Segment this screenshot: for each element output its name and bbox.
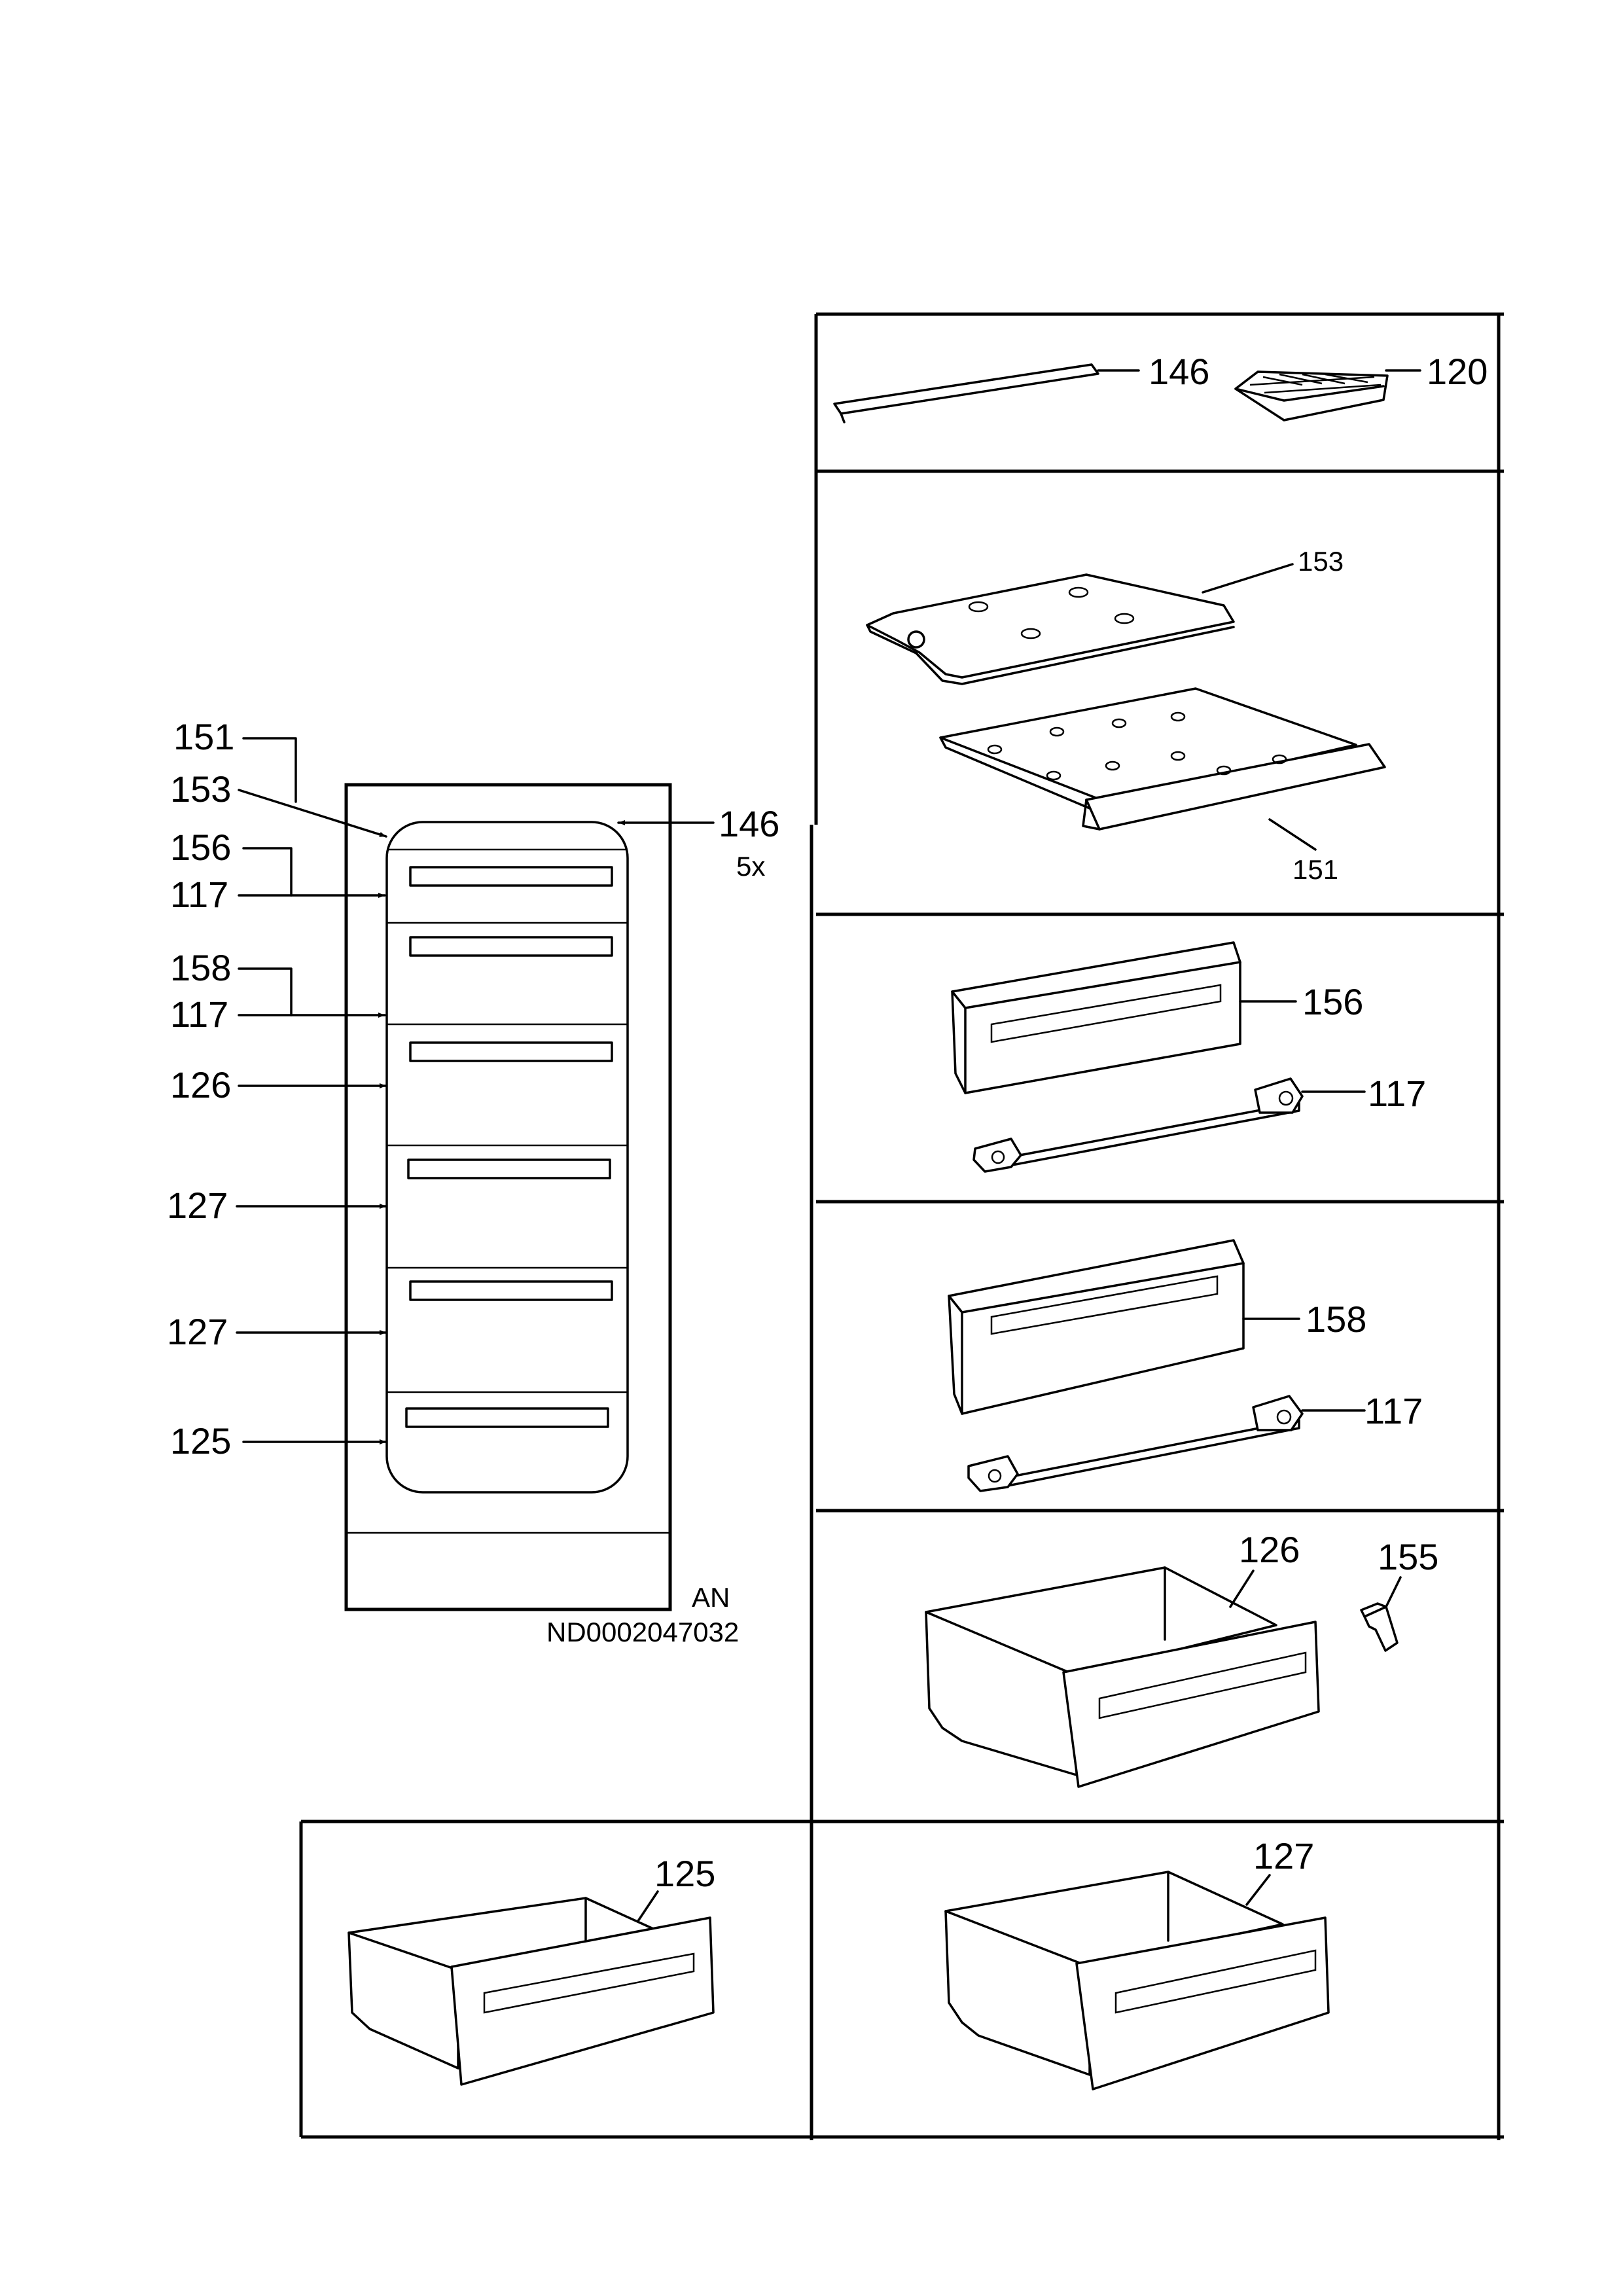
label-117: 117 bbox=[170, 874, 228, 915]
label-127: 127 bbox=[167, 1311, 228, 1352]
drawer-handle-2 bbox=[409, 936, 613, 957]
panel-shelf-tray: 153 151 bbox=[866, 546, 1386, 885]
label-151: 151 bbox=[1293, 854, 1338, 885]
panel-drawer-126: 126 155 bbox=[925, 1529, 1438, 1788]
label-quantity: 5x bbox=[736, 851, 765, 882]
drawer-handle-1 bbox=[409, 866, 613, 887]
drawer-handle-5 bbox=[409, 1280, 613, 1301]
label-146: 146 bbox=[719, 803, 779, 844]
leader-153 bbox=[238, 789, 387, 838]
label-125: 125 bbox=[654, 1853, 715, 1894]
door-panel bbox=[385, 821, 629, 1494]
slide-rail-part bbox=[967, 1395, 1304, 1492]
panel-front-156: 156 117 bbox=[951, 941, 1426, 1173]
leader-158 bbox=[238, 967, 293, 1016]
drawer-front-part bbox=[948, 1239, 1245, 1415]
drawer-125-part bbox=[348, 1897, 715, 2086]
panel-grid bbox=[299, 312, 1504, 2140]
leader-151 bbox=[242, 737, 297, 803]
drawing-code: ND0002047032 bbox=[546, 1617, 739, 1647]
drawer-front-part bbox=[951, 941, 1241, 1094]
drawer-handle-4 bbox=[407, 1158, 611, 1179]
tray-part bbox=[939, 687, 1386, 831]
shelf-part bbox=[866, 573, 1235, 685]
label-155: 155 bbox=[1378, 1536, 1438, 1577]
panel-rail-icetray: 146 120 bbox=[833, 351, 1488, 423]
drawer-127-part bbox=[944, 1871, 1330, 2090]
label-158: 158 bbox=[170, 947, 231, 988]
drawer-handle-6 bbox=[405, 1407, 609, 1428]
label-153: 153 bbox=[1298, 546, 1344, 577]
ice-tray-part bbox=[1234, 370, 1389, 422]
label-156: 156 bbox=[170, 827, 231, 868]
label-156: 156 bbox=[1302, 981, 1363, 1022]
label-120: 120 bbox=[1427, 351, 1488, 392]
freezer-overview: 151 153 146 5x 156 117 158 117 126 127 1… bbox=[167, 716, 779, 1647]
label-117: 117 bbox=[1364, 1390, 1423, 1431]
leader-156 bbox=[242, 847, 293, 897]
label-117: 117 bbox=[1368, 1073, 1426, 1114]
clip-155-part bbox=[1360, 1602, 1399, 1652]
drawer-126-part bbox=[925, 1566, 1320, 1788]
panel-drawer-125: 125 bbox=[348, 1853, 715, 2086]
label-153: 153 bbox=[170, 768, 231, 810]
label-127: 127 bbox=[1253, 1835, 1314, 1876]
label-125: 125 bbox=[170, 1420, 231, 1462]
label-151: 151 bbox=[173, 716, 234, 757]
panel-drawer-127: 127 bbox=[944, 1835, 1330, 2090]
slide-rail-part bbox=[972, 1077, 1304, 1173]
label-126: 126 bbox=[170, 1064, 231, 1105]
label-an: AN bbox=[692, 1582, 730, 1613]
drawer-handle-3 bbox=[409, 1041, 613, 1062]
label-126: 126 bbox=[1239, 1529, 1300, 1570]
label-146: 146 bbox=[1149, 351, 1209, 392]
label-127: 127 bbox=[167, 1185, 228, 1226]
rail-part bbox=[833, 363, 1099, 415]
label-117: 117 bbox=[170, 994, 228, 1035]
cabinet-outline bbox=[344, 783, 672, 1611]
panel-front-158: 158 117 bbox=[948, 1239, 1423, 1492]
label-158: 158 bbox=[1306, 1299, 1366, 1340]
